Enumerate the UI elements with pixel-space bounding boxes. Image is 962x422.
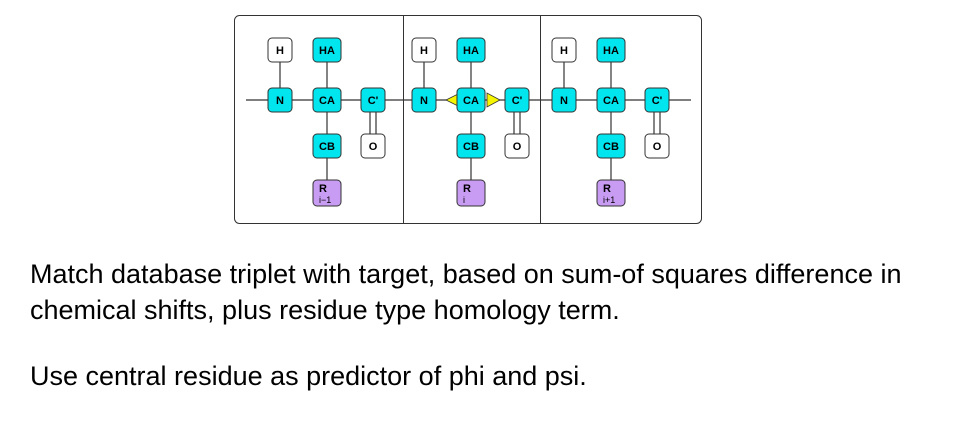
ha-atom-label: HA [463, 45, 479, 57]
ca-atom-label: CA [463, 95, 479, 107]
n-atom: N [551, 87, 577, 113]
ha-atom: HA [456, 37, 486, 63]
r-label: R [603, 183, 611, 195]
r-subscript: i+1 [603, 195, 615, 205]
description-paragraph: Match database triplet with target, base… [30, 259, 902, 325]
h-atom-label: H [276, 45, 284, 57]
ha-atom: HA [312, 37, 342, 63]
r-label: R [319, 183, 327, 195]
r-sidechain: Ri−1 [312, 179, 342, 207]
n-atom-label: N [420, 95, 428, 107]
cb-atom-label: CB [603, 141, 619, 153]
residue-triplet-diagram: H HA N CA C' CB O Ri−1 H HA N CA C' CB O Ri H HA N CA C' CB O R… [234, 15, 702, 224]
ca-atom: CA [596, 87, 626, 113]
r-label: R [463, 183, 471, 195]
r-sidechain: Ri [456, 179, 486, 207]
o-atom: O [360, 133, 386, 159]
o-atom: O [644, 133, 670, 159]
h-atom-label: H [420, 45, 428, 57]
r-sidechain: Ri+1 [596, 179, 626, 207]
ha-atom-label: HA [319, 45, 335, 57]
n-atom-label: N [276, 95, 284, 107]
predictor-paragraph: Use central residue as predictor of phi … [30, 361, 587, 391]
o-atom-label: O [513, 141, 522, 153]
cb-atom: CB [312, 133, 342, 159]
ca-atom: CA [456, 87, 486, 113]
h-atom: H [551, 37, 577, 63]
ha-atom-label: HA [603, 45, 619, 57]
psi-bond-highlight [486, 92, 501, 108]
cb-atom: CB [456, 133, 486, 159]
ca-atom-label: CA [319, 95, 335, 107]
c-atom: C' [360, 87, 386, 113]
h-atom: H [267, 37, 293, 63]
n-atom: N [267, 87, 293, 113]
c-atom-label: C' [368, 95, 379, 107]
cb-atom-label: CB [463, 141, 479, 153]
h-atom-label: H [560, 45, 568, 57]
r-subscript: i−1 [319, 195, 331, 205]
o-atom: O [504, 133, 530, 159]
h-atom: H [411, 37, 437, 63]
c-atom-label: C' [652, 95, 663, 107]
n-atom: N [411, 87, 437, 113]
r-subscript: i [463, 195, 465, 205]
cb-atom-label: CB [319, 141, 335, 153]
c-atom-label: C' [512, 95, 523, 107]
c-atom: C' [504, 87, 530, 113]
ca-atom: CA [312, 87, 342, 113]
c-atom: C' [644, 87, 670, 113]
o-atom-label: O [653, 141, 662, 153]
ha-atom: HA [596, 37, 626, 63]
diagram-frame [234, 15, 702, 224]
n-atom-label: N [560, 95, 568, 107]
ca-atom-label: CA [603, 95, 619, 107]
cb-atom: CB [596, 133, 626, 159]
o-atom-label: O [369, 141, 378, 153]
